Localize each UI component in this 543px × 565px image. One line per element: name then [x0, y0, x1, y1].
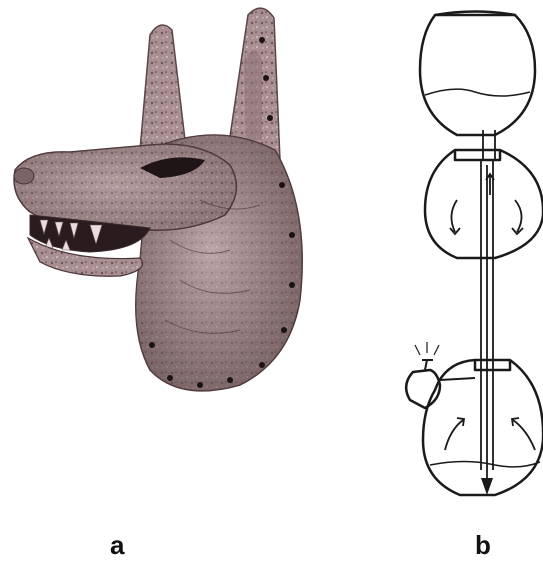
left-ear	[140, 25, 185, 150]
siphon-diagram	[395, 0, 543, 520]
top-water-line	[425, 89, 530, 96]
nose	[14, 168, 34, 184]
bottom-water-line	[430, 462, 540, 467]
siphon-drawing	[395, 0, 543, 520]
panel-a-label: a	[110, 530, 124, 560]
top-vessel	[420, 15, 535, 135]
flow-arrow-down	[481, 478, 493, 495]
middle-vessel	[425, 150, 543, 258]
jackal-mask-figure	[0, 0, 330, 470]
panel-b-label: b	[475, 530, 491, 560]
jackal-mask-image	[0, 0, 330, 470]
